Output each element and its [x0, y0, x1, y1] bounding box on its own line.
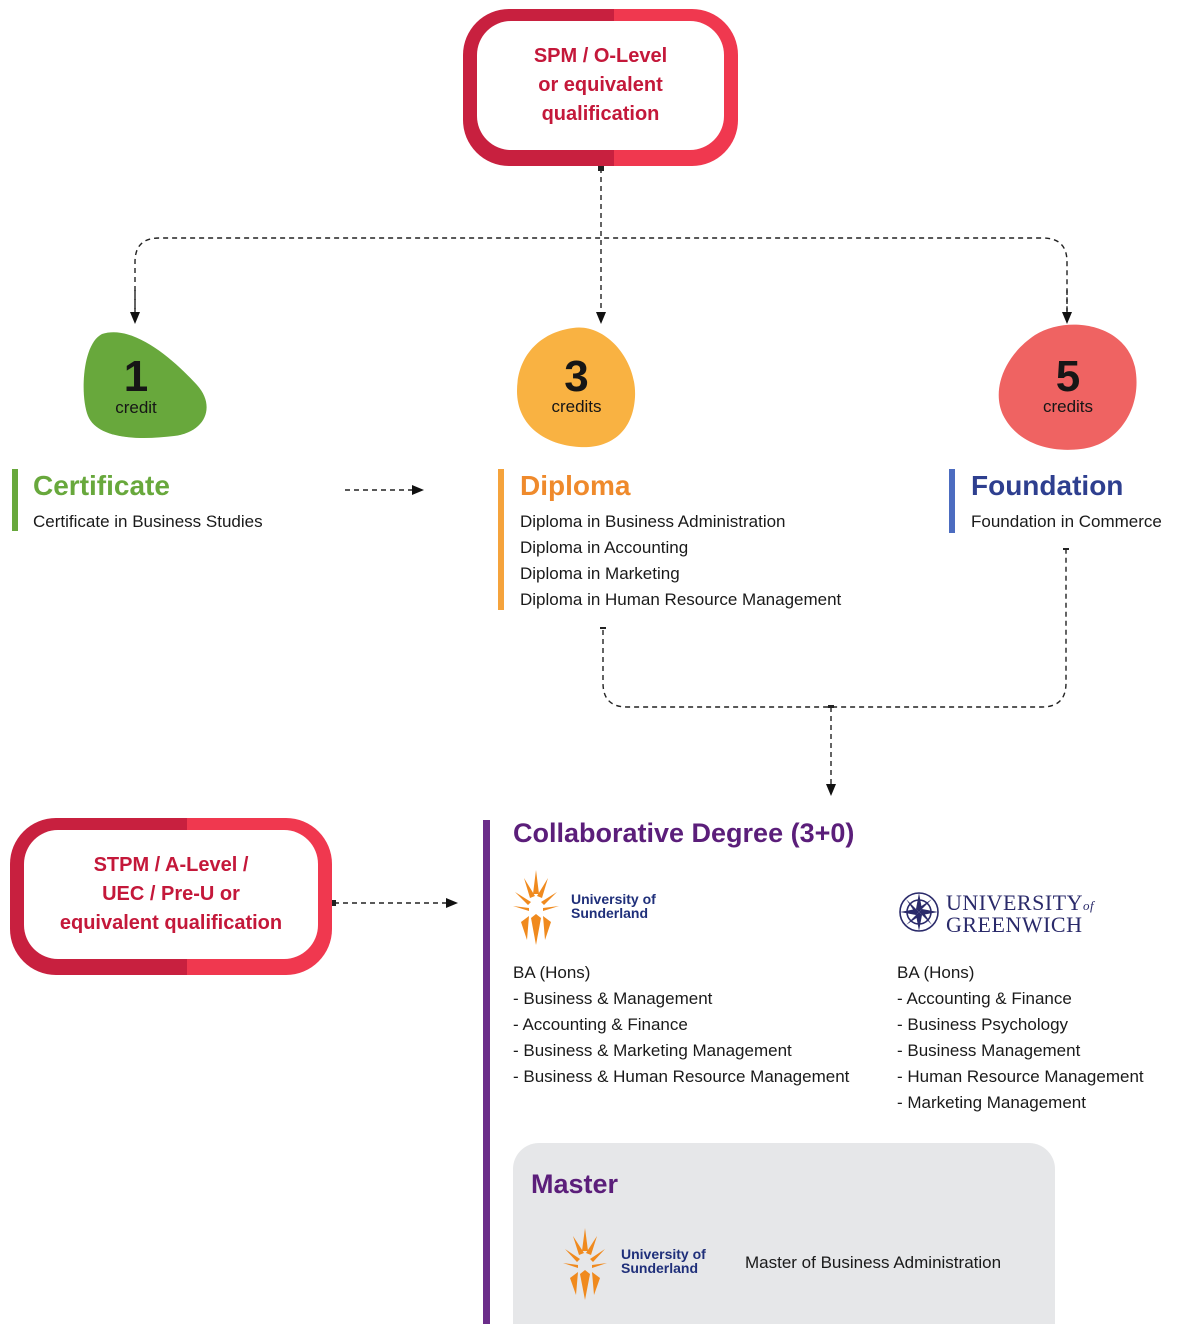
credit-unit: credit: [115, 398, 157, 417]
degree-title: Collaborative Degree (3+0): [513, 818, 855, 848]
credit-number: 1: [123, 352, 149, 401]
degree-bar: [483, 820, 490, 1324]
compass-rose-icon: [899, 892, 939, 932]
list-item: - Accounting & Finance: [897, 989, 1072, 1008]
greenwich-ba-list: BA (Hons) - Accounting & Finance - Busin…: [897, 960, 1144, 1116]
list-item: Diploma in Marketing: [520, 564, 680, 583]
list-item: Diploma in Human Resource Management: [520, 590, 842, 609]
list-heading: BA (Hons): [513, 963, 591, 982]
entry-top-line-1: SPM / O-Level: [533, 45, 668, 67]
sunderland-logo-text: University of Sunderland: [571, 891, 656, 921]
entry-qualification-side: STPM / A-Level / UEC / Pre-U or equivale…: [10, 818, 332, 975]
certificate-bar: [12, 469, 18, 531]
sunderland-logo: University of Sunderland: [513, 870, 683, 945]
credit-number: 3: [564, 352, 589, 401]
connector-merge-to-degree: [602, 550, 1067, 708]
credit-unit: credits: [551, 397, 602, 416]
list-item: - Marketing Management: [897, 1093, 1086, 1112]
list-item: Foundation in Commerce: [971, 512, 1162, 531]
diploma-list: Diploma in Business Administration Diplo…: [520, 509, 841, 613]
certificate-list: Certificate in Business Studies: [33, 509, 263, 535]
entry-top-line-3: qualification: [541, 103, 660, 125]
certificate-title: Certificate: [33, 470, 170, 501]
list-item: - Accounting & Finance: [513, 1015, 688, 1034]
sunderland-flame-icon: [563, 1228, 607, 1300]
list-item: - Human Resource Management: [897, 1067, 1144, 1086]
list-item: Certificate in Business Studies: [33, 512, 263, 531]
sunderland-flame-icon: [513, 870, 559, 945]
foundation-list: Foundation in Commerce: [971, 509, 1162, 535]
greenwich-logo: UNIVERSITYof GREENWICH: [898, 890, 1098, 940]
master-title: Master: [531, 1169, 619, 1199]
connector-top-branch: [134, 237, 1068, 318]
list-heading: BA (Hons): [897, 963, 975, 982]
master-panel: Master University of Sunderland Master o…: [513, 1143, 1055, 1324]
entry-qualification-top: SPM / O-Level or equivalent qualificatio…: [463, 9, 738, 166]
credit-unit: credits: [1042, 397, 1094, 416]
list-item: - Business Management: [897, 1041, 1081, 1060]
credit-blob-certificate: 1 credit: [82, 330, 210, 440]
entry-side-line-2: UEC / Pre-U or: [102, 883, 240, 905]
entry-top-line-2: or equivalent: [538, 74, 663, 96]
credit-number: 5: [1055, 352, 1081, 401]
greenwich-logo-text: UNIVERSITYof GREENWICH: [946, 890, 1095, 937]
credit-blob-diploma: 3 credits: [515, 325, 638, 449]
sunderland-ba-list: BA (Hons) - Business & Management - Acco…: [513, 960, 849, 1090]
list-item: - Business & Marketing Management: [513, 1041, 792, 1060]
master-programme: Master of Business Administration: [745, 1253, 1002, 1272]
diploma-title: Diploma: [520, 470, 631, 501]
master-sunderland-logo-text: University of Sunderland: [621, 1246, 706, 1276]
list-item: Diploma in Accounting: [520, 538, 689, 557]
list-item: Diploma in Business Administration: [520, 512, 786, 531]
list-item: - Business & Human Resource Management: [513, 1067, 850, 1086]
credit-blob-foundation: 5 credits: [997, 323, 1139, 451]
list-item: - Business Psychology: [897, 1015, 1069, 1034]
foundation-title: Foundation: [971, 470, 1124, 501]
diploma-bar: [498, 469, 504, 610]
entry-side-line-3: equivalent qualification: [59, 912, 283, 934]
list-item: - Business & Management: [513, 989, 713, 1008]
entry-side-line-1: STPM / A-Level /: [93, 854, 249, 876]
foundation-bar: [949, 469, 955, 533]
